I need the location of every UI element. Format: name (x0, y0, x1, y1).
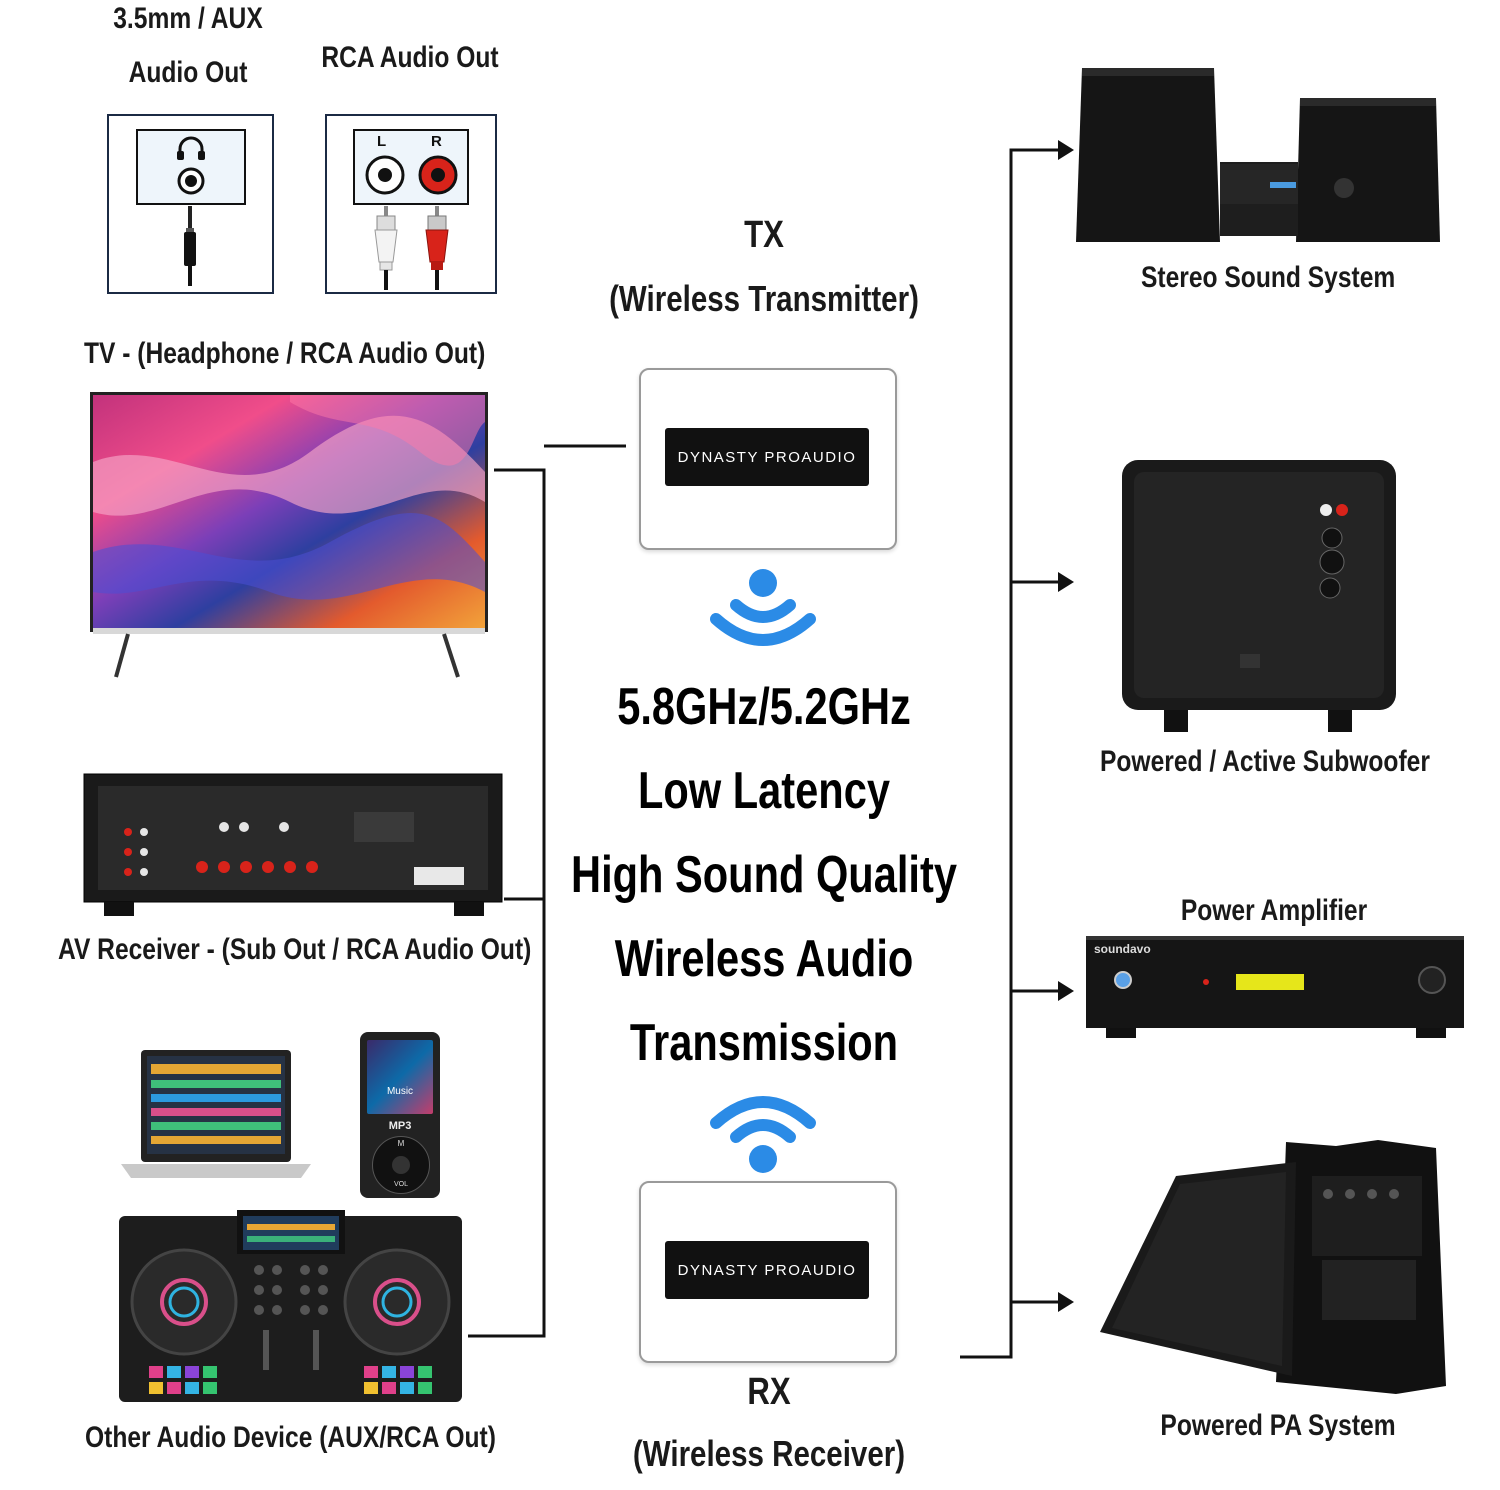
aux-plate (136, 129, 246, 205)
feature-latency: Low Latency (638, 762, 890, 820)
rca-left-letter: L (377, 133, 387, 150)
feature-wireless: Wireless Audio (614, 930, 914, 988)
receiver-device: DYNASTY PROAUDIO (639, 1181, 897, 1363)
headphone-icon (177, 136, 205, 160)
rca-jack-panel: L R (325, 114, 497, 294)
stereo-label: Stereo Sound System (1141, 261, 1396, 294)
feature-frequency: 5.8GHz/5.2GHz (617, 678, 911, 736)
mp3-center-button (392, 1156, 410, 1174)
wifi-signal-down-icon (710, 569, 816, 646)
feature-quality: High Sound Quality (571, 846, 957, 904)
transmitter-device: DYNASTY PROAUDIO (639, 368, 897, 550)
tv-image (90, 392, 488, 678)
tx-title: TX (744, 214, 784, 256)
mp3-vol-text: VOL (393, 1181, 408, 1188)
rca-label: RCA Audio Out (321, 41, 499, 74)
mp3-screen: Music (367, 1040, 433, 1114)
tx-brand-label: DYNASTY PROAUDIO (665, 428, 869, 486)
mp3-menu-text: M (397, 1139, 405, 1148)
mp3-player: Music MP3 M VOL (360, 1032, 440, 1198)
other-device-label: Other Audio Device (AUX/RCA Out) (85, 1421, 496, 1454)
amplifier-brand: soundavo (1094, 942, 1151, 956)
mp3-model-text: MP3 (388, 1120, 412, 1132)
receiver-label: AV Receiver - (Sub Out / RCA Audio Out) (58, 933, 532, 966)
rx-brand-label: DYNASTY PROAUDIO (665, 1241, 869, 1299)
pa-system-image (1100, 1140, 1446, 1394)
subwoofer-image (1122, 460, 1396, 732)
pa-label: Powered PA System (1160, 1409, 1396, 1442)
rca-white-plug-icon (374, 206, 398, 290)
laptop-image (121, 1050, 311, 1178)
rca-right-socket-icon (418, 155, 458, 195)
rca-left-socket-icon (365, 155, 405, 195)
tx-subtitle: (Wireless Transmitter) (609, 278, 919, 319)
rca-red-plug-icon (425, 206, 449, 290)
feature-transmission: Transmission (629, 1014, 899, 1072)
amplifier-image (1086, 936, 1464, 1038)
stereo-system-image (1076, 68, 1440, 242)
aux-label-line1: 3.5mm / AUX (113, 2, 263, 35)
rx-subtitle: (Wireless Receiver) (632, 1433, 906, 1474)
rx-title: RX (747, 1371, 791, 1413)
amplifier-label: Power Amplifier (1180, 894, 1368, 927)
rca-plate: L R (353, 129, 469, 205)
subwoofer-label: Powered / Active Subwoofer (1100, 745, 1430, 778)
aux-socket-icon (177, 167, 205, 195)
wifi-signal-up-icon (710, 1096, 816, 1173)
mp3-wheel: M VOL (372, 1136, 430, 1194)
tv-label: TV - (Headphone / RCA Audio Out) (84, 337, 486, 370)
rca-right-letter: R (431, 133, 442, 150)
dj-controller-image (119, 1210, 462, 1402)
aux-label-line2: Audio Out (128, 56, 248, 89)
aux-jack-panel (107, 114, 274, 294)
aux-plug-icon (184, 206, 196, 286)
mp3-screen-text: Music (386, 1086, 414, 1097)
av-receiver-image (83, 773, 503, 916)
